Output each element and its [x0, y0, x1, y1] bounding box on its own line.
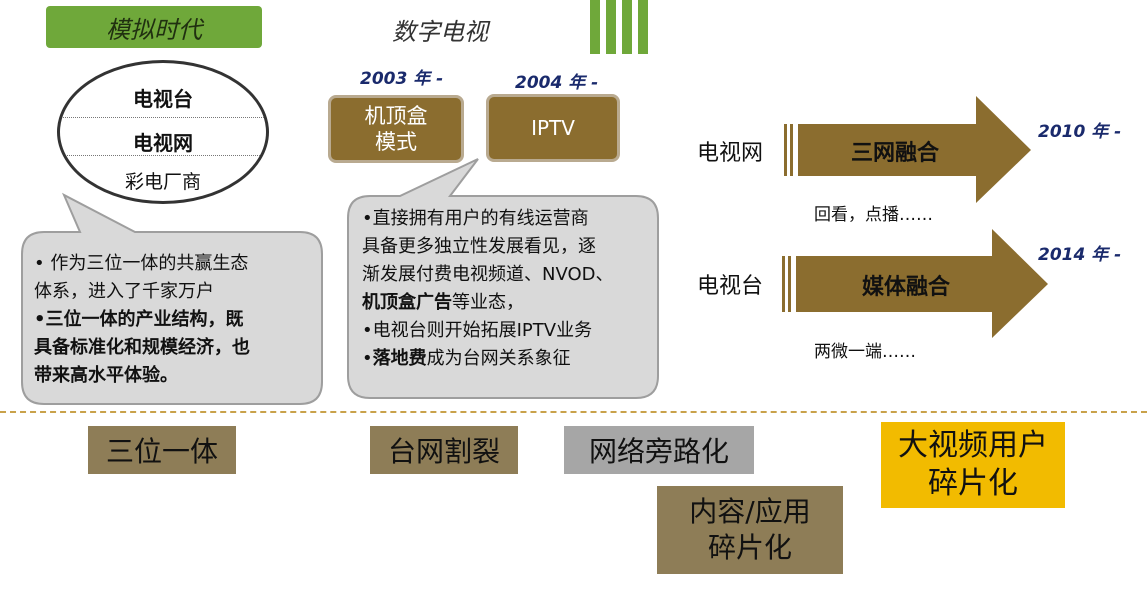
middle-bubble-text: •直接拥有用户的有线运营商 具备更多独立性发展看见，逐 渐发展付费电视频道、NV…: [362, 205, 658, 373]
middle-bubble-line: •直接拥有用户的有线运营商: [362, 208, 589, 229]
arrow1-stripe: [784, 124, 787, 176]
middle-bubble-line: 渐发展付费电视频道、NVOD、: [362, 264, 614, 285]
stb-ad-emphasis: 机顶盒广告: [362, 292, 452, 313]
arrow2-label: 媒体融合: [861, 275, 950, 300]
trinity-ellipse: 电视台 电视网 彩电厂商: [57, 60, 269, 204]
arrow2-note: 两微一端……: [814, 342, 916, 362]
stage-tag-split: 台网割裂: [370, 426, 518, 474]
left-bubble-line: 带来高水平体验。: [34, 365, 178, 386]
arrow2-source-label: 电视台: [697, 274, 764, 299]
middle-bubble-line: 具备更多独立性发展看见，逐: [362, 236, 596, 257]
middle-bubble-line: •落地费成为台网关系象征: [362, 345, 658, 373]
stage-tag-content-fragmentation: 内容/应用 碎片化: [657, 486, 843, 574]
arrow1-stripe: [790, 124, 793, 176]
ellipse-item-tv-station: 电视台: [133, 87, 193, 111]
middle-bubble-line-rest: 等业态，: [452, 292, 524, 313]
middle-bubble-shape: [347, 158, 659, 399]
left-bubble-text: • 作为三位一体的共赢生态 体系，进入了千家万户 •三位一体的产业结构，既 具备…: [34, 250, 316, 390]
year-2004: 2004 年 -: [515, 73, 599, 93]
left-bubble-line: 具备标准化和规模经济，也: [34, 337, 250, 358]
left-bubble-shape: [21, 192, 323, 405]
analog-era-label: 模拟时代: [46, 6, 262, 48]
media-fusion-arrow-shape: [796, 229, 1048, 338]
year-2014: 2014 年 -: [1038, 245, 1122, 265]
arrow1-label: 三网融合: [850, 141, 939, 166]
arrow2-stripe: [782, 256, 785, 312]
convergence-arrow-shape: [798, 96, 1031, 203]
ellipse-item-tv-maker: 彩电厂商: [124, 171, 201, 193]
ellipse-item-tv-network: 电视网: [133, 131, 193, 155]
left-bubble-line: •三位一体的产业结构，既: [34, 309, 244, 330]
year-2003: 2003 年 -: [360, 69, 444, 89]
arrow1-source-label: 电视网: [697, 141, 764, 166]
arrow1-note: 回看，点播……: [814, 205, 933, 225]
arrow2-stripe: [788, 256, 791, 312]
ellipse-divider: [60, 117, 266, 118]
stage-tag-user-fragmentation: 大视频用户 碎片化: [881, 422, 1065, 508]
ellipse-divider: [60, 155, 266, 156]
stb-mode-box: 机顶盒 模式: [328, 95, 464, 163]
left-bubble-line: 体系，进入了千家万户: [34, 281, 214, 302]
year-2010: 2010 年 -: [1038, 122, 1122, 142]
middle-bubble-line: •电视台则开始拓展IPTV业务: [362, 320, 593, 341]
left-bubble-line: • 作为三位一体的共赢生态: [34, 253, 249, 274]
stage-tag-bypass: 网络旁路化: [564, 426, 754, 474]
carriage-fee-emphasis: 落地费: [372, 348, 427, 369]
bullet: •: [362, 348, 373, 369]
dashed-separator: [0, 411, 1147, 413]
digital-tv-label: 数字电视: [392, 18, 488, 46]
middle-bubble-line-rest: 成为台网关系象征: [426, 348, 571, 369]
stage-tag-trinity: 三位一体: [88, 426, 236, 474]
decorative-bars: [590, 0, 648, 54]
iptv-box: IPTV: [486, 94, 620, 162]
middle-bubble-line: 机顶盒广告等业态，: [362, 289, 658, 317]
